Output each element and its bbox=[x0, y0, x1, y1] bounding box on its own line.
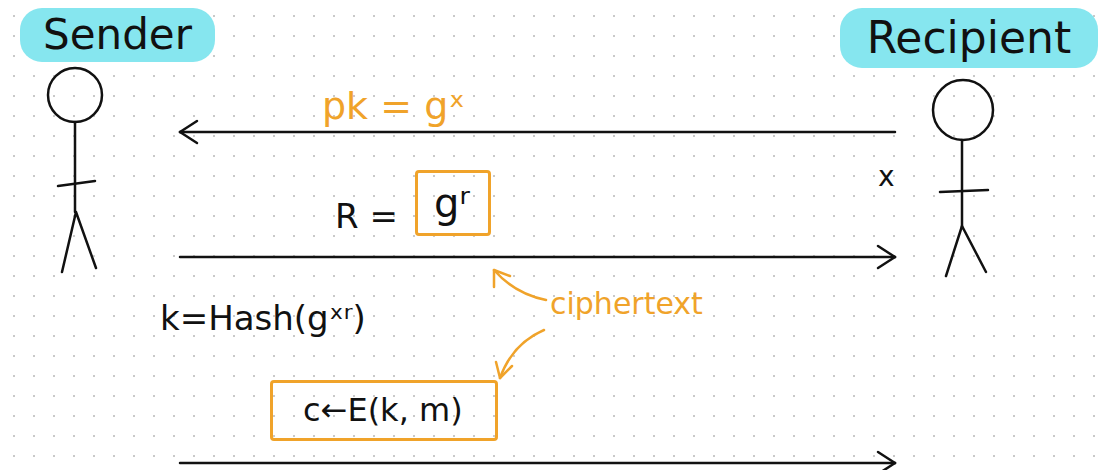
annotation-text: ciphertext bbox=[550, 286, 703, 321]
arrow-stroke bbox=[180, 256, 895, 259]
equation-text: R = bbox=[335, 196, 398, 236]
arrow-stroke bbox=[878, 463, 895, 470]
message-label: pk = gˣ bbox=[322, 84, 465, 128]
sender-figure bbox=[48, 68, 102, 272]
message-arrow bbox=[180, 452, 895, 470]
recipient-figure bbox=[933, 80, 993, 276]
secret-key-label: x bbox=[878, 160, 895, 193]
ciphertext-box: c←E(k, m) bbox=[270, 380, 498, 441]
key-derivation-text: k=Hash(gˣʳ) bbox=[160, 298, 366, 338]
ciphertext-value: c←E(k, m) bbox=[303, 391, 465, 429]
arrow-stroke bbox=[878, 452, 895, 463]
recipient-figure-node: Recipient bbox=[895, 70, 1035, 290]
sender-figure-node: Sender bbox=[30, 62, 180, 282]
actor-name: Recipient bbox=[840, 8, 1098, 68]
arrow-stroke bbox=[180, 132, 197, 143]
ciphertext-box: gʳ bbox=[415, 170, 491, 236]
arrow-stroke bbox=[180, 131, 895, 134]
actor-name: Sender bbox=[20, 8, 215, 62]
arrow-stroke bbox=[878, 257, 895, 268]
arrow-stroke bbox=[180, 121, 197, 132]
leader-arrows bbox=[494, 270, 546, 378]
message-arrow bbox=[180, 246, 895, 268]
arrow-stroke bbox=[180, 462, 895, 465]
ciphertext-value: gʳ bbox=[434, 179, 472, 227]
message-arrow bbox=[180, 121, 895, 143]
arrow-stroke bbox=[878, 246, 895, 257]
